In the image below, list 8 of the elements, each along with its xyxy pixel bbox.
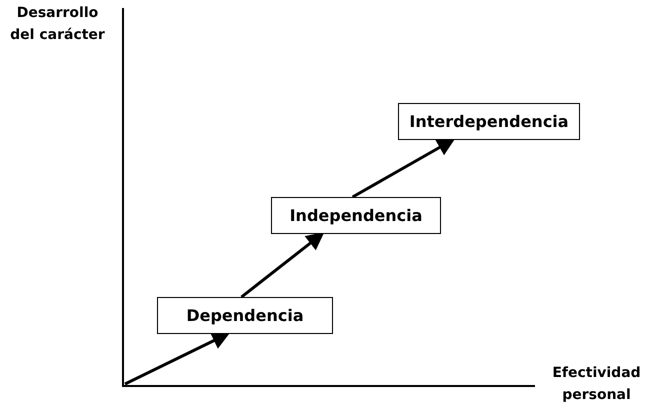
axis-label: Efectividad personal (551, 364, 642, 405)
stage-box: Independencia (271, 197, 441, 234)
stage-box: Dependencia (157, 297, 333, 334)
stage-box: Interdependencia (398, 103, 580, 140)
arrow (240, 232, 324, 298)
axis-label: Desarrollo del carácter (10, 4, 105, 45)
arrow (352, 138, 456, 198)
arrow (124, 332, 230, 386)
